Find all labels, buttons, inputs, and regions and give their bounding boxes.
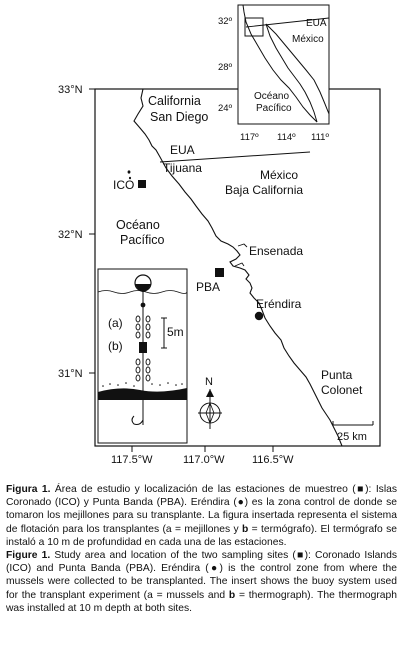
label-oceano: Océano [116, 218, 160, 232]
study-area-map: 33°N 32°N 31°N 117.5°W 117.0°W 116.5°W C… [58, 4, 381, 466]
label-erendira: Eréndira [256, 297, 302, 311]
caption-english: Figure 1. Study area and location of the… [6, 550, 397, 614]
location-inset: 32º 28º 24º 117º 114º 111º EUA México Oc… [218, 4, 330, 143]
svg-text:N: N [205, 376, 213, 388]
scale-bar: 25 km [332, 421, 374, 443]
label-pacifico: Pacífico [120, 233, 165, 247]
inset-lon-114: 114º [277, 132, 296, 143]
mussel-rope-lower [135, 358, 151, 382]
mussel-rope-a [135, 315, 151, 339]
erendira-control-marker [254, 311, 264, 321]
label-san-diego: San Diego [150, 110, 208, 124]
insert-depth-label: 5m [167, 325, 184, 339]
station-pba-marker [215, 268, 224, 277]
label-baja-california: Baja California [225, 183, 303, 197]
inset-lon-117: 117º [240, 132, 259, 143]
inset-pacifico: Pacífico [256, 103, 292, 114]
inset-study-area-box [244, 17, 264, 37]
lat-label-32: 32°N [58, 229, 83, 241]
caption-spanish: Figura 1. Área de estudio y localización… [6, 484, 397, 548]
label-tijuana: Tijuana [163, 161, 202, 175]
label-eua: EUA [170, 143, 195, 157]
insert-label-a: (a) [108, 316, 123, 330]
lat-label-31: 31°N [58, 368, 83, 380]
svg-text:25 km: 25 km [337, 431, 367, 443]
north-arrow-icon: N [198, 376, 222, 429]
figure-caption: Figura 1. Área de estudio y localización… [6, 483, 397, 615]
inset-lon-111: 111º [311, 132, 329, 143]
station-ico-marker [138, 180, 146, 188]
label-punta: Punta [321, 368, 353, 382]
inset-oceano: Océano [254, 91, 289, 102]
inset-mexico: México [292, 34, 324, 45]
label-mexico: México [260, 168, 298, 182]
insert-label-b: (b) [108, 339, 123, 353]
buoy-system-insert: 5m (a) (b) [97, 268, 188, 444]
label-colonet: Colonet [321, 383, 363, 397]
thermograph [139, 342, 147, 353]
label-ico: ICO [113, 178, 134, 192]
label-california: California [148, 94, 201, 108]
us-mexico-border [159, 151, 311, 163]
inset-lat-28: 28º [218, 62, 233, 73]
label-ensenada: Ensenada [249, 244, 303, 258]
coronado-island-1 [127, 170, 131, 174]
label-pba: PBA [196, 280, 220, 294]
inset-lat-24: 24º [218, 103, 233, 114]
lon-label-117-0: 117.0°W [183, 454, 225, 466]
lon-label-117-5: 117.5°W [111, 454, 153, 466]
coronado-island-2 [128, 176, 132, 180]
inset-lat-32: 32º [218, 16, 233, 27]
inset-eua: EUA [306, 18, 327, 29]
lat-label-33: 33°N [58, 84, 83, 96]
lon-label-116-5: 116.5°W [252, 454, 294, 466]
coastline [133, 88, 343, 447]
